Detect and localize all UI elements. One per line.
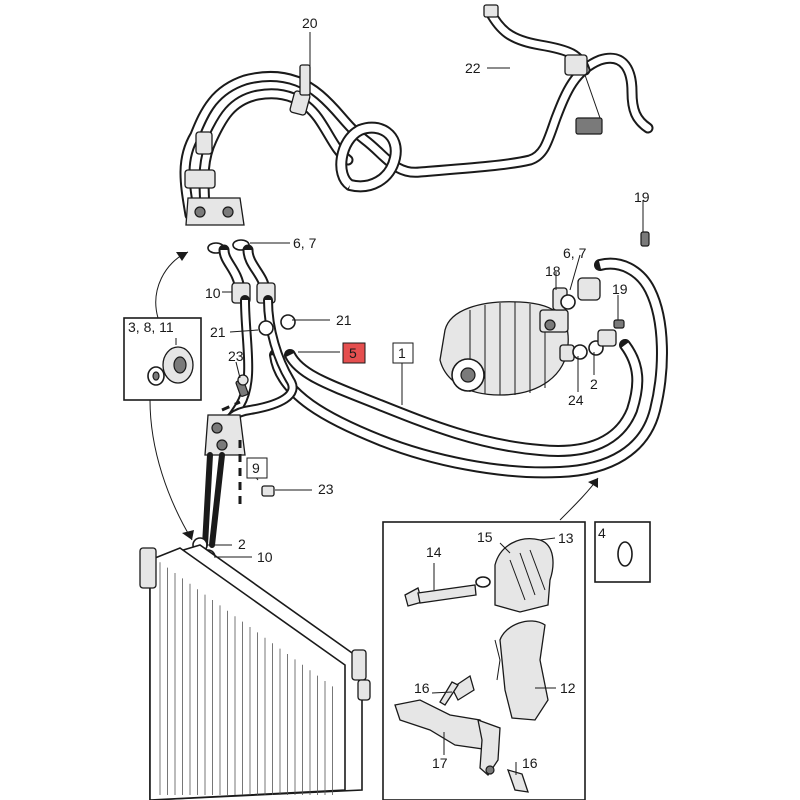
callout-labels: 20 22 19 6, 7 6, 7 18 19 10 21 21 3, 8, …	[128, 15, 650, 771]
callout-12: 12	[560, 680, 576, 696]
upper-suction-hose	[179, 4, 654, 226]
callout-21-right: 21	[336, 312, 352, 328]
callout-19: 19	[634, 189, 650, 205]
arrowhead-bottom	[182, 530, 194, 540]
arrowhead-detail	[588, 478, 598, 488]
callout-2-left: 2	[238, 536, 246, 552]
callout-10-bottom: 10	[257, 549, 273, 565]
o-ring-box	[594, 521, 651, 583]
callout-21-left: 21	[210, 324, 226, 340]
callout-13: 13	[558, 530, 574, 546]
ac-compressor	[439, 231, 650, 396]
middle-hoses	[192, 239, 668, 565]
callout-22: 22	[465, 60, 481, 76]
callout-15: 15	[477, 529, 493, 545]
arrowhead-top	[176, 252, 188, 261]
callout-4: 4	[598, 525, 606, 541]
callout-6-7-right: 6, 7	[563, 245, 587, 261]
leader-lines	[206, 32, 644, 775]
callout-23-bottom: 23	[318, 481, 334, 497]
condenser	[139, 544, 371, 800]
arrow-box-to-condenser	[149, 399, 193, 541]
highlight-5	[342, 342, 366, 364]
callout-24: 24	[568, 392, 584, 408]
box-1	[392, 342, 414, 364]
callout-6-7: 6, 7	[293, 235, 317, 251]
callout-1: 1	[398, 345, 406, 361]
callout-20: 20	[302, 15, 318, 31]
callout-14: 14	[426, 544, 442, 560]
box-9	[246, 457, 268, 479]
callout-16-left: 16	[414, 680, 430, 696]
callout-10: 10	[205, 285, 221, 301]
seal-kit-box	[123, 317, 202, 401]
callout-16-right: 16	[522, 755, 538, 771]
callout-9: 9	[252, 460, 260, 476]
callout-5: 5	[349, 345, 357, 361]
arrow-box-to-fitting	[155, 251, 189, 319]
callout-3-8-11: 3, 8, 11	[128, 319, 174, 335]
callout-17: 17	[432, 755, 448, 771]
callout-23-top: 23	[228, 348, 244, 364]
callout-2-right: 2	[590, 376, 598, 392]
callout-19-right: 19	[612, 281, 628, 297]
bracket-detail-box	[382, 521, 586, 800]
callout-18: 18	[545, 263, 561, 279]
